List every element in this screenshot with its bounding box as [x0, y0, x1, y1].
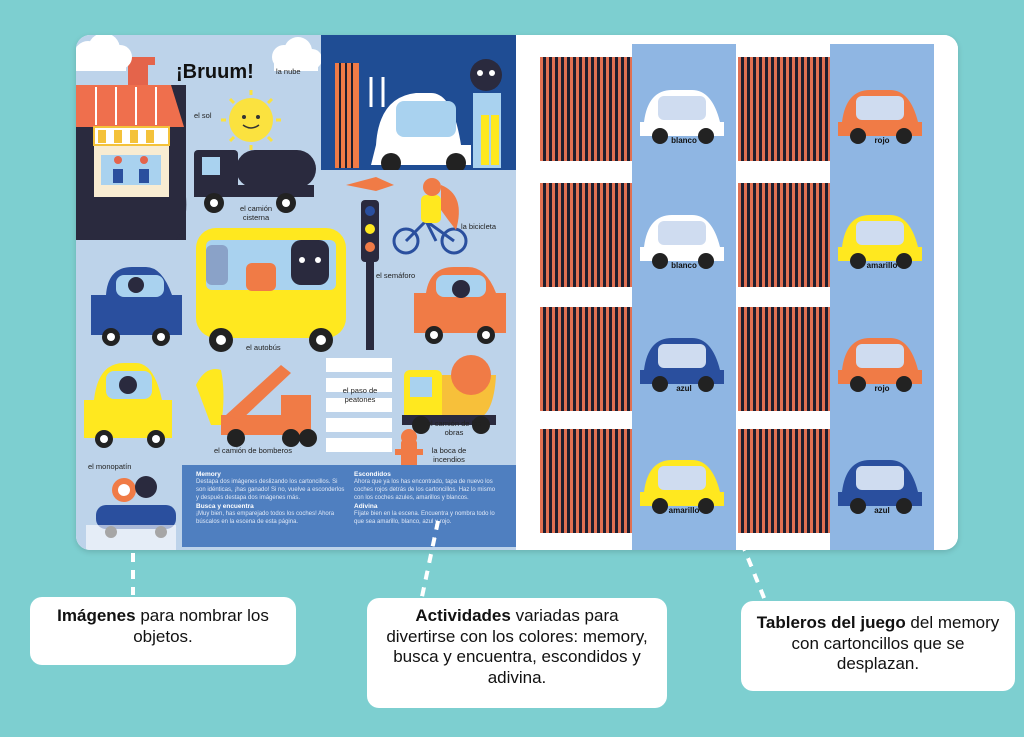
garage-scene — [335, 59, 502, 173]
memory-game-page: blanco blanco azul amarillo rojo amarill… — [516, 35, 958, 550]
sliding-card[interactable] — [738, 183, 830, 287]
traffic-light-illustration — [346, 177, 394, 350]
sliding-card[interactable] — [540, 429, 632, 533]
car-yellow-illustration — [640, 460, 724, 514]
page-title: ¡Bruum! — [176, 61, 254, 83]
lane-left-cars — [640, 90, 724, 514]
memory-text: Destapa dos imágenes deslizando los cart… — [196, 479, 345, 502]
label-bicycle: la bicicleta — [461, 222, 497, 231]
pointer-line — [131, 553, 135, 595]
car-label: azul — [676, 384, 692, 393]
car-label: amarillo — [668, 506, 700, 515]
cloud-left-illustration — [76, 35, 132, 71]
caption-activities-bold: Actividades — [415, 606, 511, 625]
sliding-card[interactable] — [738, 57, 830, 161]
cloud-illustration — [272, 37, 322, 71]
guess-title: Adivina — [354, 502, 378, 510]
guess-text: Fíjate bien en la escena. Encuentra y no… — [354, 511, 495, 526]
caption-activities: Actividades variadas para divertirse con… — [367, 598, 667, 708]
book-spread: ¡Bruum! la nube el sol el camión cistern… — [76, 35, 958, 550]
car-label: rojo — [874, 136, 890, 145]
scene-illustration — [76, 35, 506, 550]
bicycle-illustration — [392, 178, 468, 255]
caption-boards-bold: Tableros del juego — [756, 613, 906, 632]
fire-truck-illustration — [196, 365, 317, 447]
label-crosswalk: el paso de peatones — [342, 386, 378, 404]
hide-text: Ahora que ya los has encontrado, tapa de… — [354, 479, 496, 502]
red-car-illustration — [414, 267, 506, 344]
label-cloud: la nube — [276, 67, 301, 76]
sliding-card[interactable] — [540, 57, 632, 161]
tanker-truck-illustration — [194, 150, 316, 213]
car-label: azul — [874, 506, 890, 515]
label-fire-truck: el camión de bomberos — [214, 446, 292, 455]
label-scooter: el monopatín — [88, 462, 132, 471]
garage-illustration — [321, 35, 516, 173]
activities-box: Memory Destapa dos imágenes deslizando l… — [182, 465, 516, 547]
bus-illustration — [196, 228, 346, 352]
car-label: blanco — [671, 136, 697, 145]
lane-right-cars — [838, 90, 922, 514]
car-label: amarillo — [866, 261, 898, 270]
works-truck-illustration — [402, 355, 496, 434]
find-title: Busca y encuentra — [196, 502, 254, 510]
caption-boards-text: del memory con cartoncillos que se despl… — [791, 613, 1000, 674]
car-white-illustration — [640, 90, 724, 144]
yellow-car-illustration — [84, 363, 172, 448]
label-hydrant: la boca de incendios — [431, 446, 467, 464]
label-sun: el sol — [194, 111, 212, 120]
find-text: ¡Muy bien, has emparejado todos los coch… — [196, 511, 335, 526]
car-label: rojo — [874, 384, 890, 393]
label-traffic-light: el semáforo — [376, 271, 416, 280]
car-white-illustration — [640, 215, 724, 269]
label-works-truck: el camión de las obras — [426, 419, 482, 437]
car-red-illustration — [838, 90, 922, 144]
scooter-illustration — [86, 476, 176, 550]
sliding-card[interactable] — [540, 307, 632, 411]
sliding-card[interactable] — [738, 429, 830, 533]
lane-left: blanco blanco azul amarillo — [632, 44, 736, 550]
car-blue-illustration — [838, 460, 922, 514]
pointer-line — [739, 541, 769, 605]
blue-car-illustration — [91, 267, 182, 346]
caption-images: Imágenes para nombrar los objetos. — [30, 597, 296, 665]
car-yellow-illustration — [838, 215, 922, 269]
car-blue-illustration — [640, 338, 724, 392]
car-label: blanco — [671, 261, 697, 270]
hydrant-illustration — [395, 429, 423, 470]
shop-illustration — [76, 57, 187, 240]
label-bus: el autobús — [246, 343, 281, 352]
memory-title: Memory — [196, 471, 221, 478]
sun-illustration — [221, 90, 281, 150]
sliding-card[interactable] — [738, 307, 830, 411]
caption-activities-text: variadas para divertirse con los colores… — [386, 606, 648, 688]
label-tanker: el camión cisterna — [239, 204, 273, 222]
caption-images-text: para nombrar los objetos. — [133, 606, 269, 646]
car-red-illustration — [838, 338, 922, 392]
sliding-card[interactable] — [540, 183, 632, 287]
caption-boards: Tableros del juego del memory con carton… — [741, 601, 1015, 691]
caption-images-bold: Imágenes — [57, 606, 136, 625]
hide-title: Escondidos — [354, 471, 391, 478]
crosswalk-illustration — [326, 358, 392, 452]
lane-right: rojo amarillo rojo azul — [830, 44, 934, 550]
